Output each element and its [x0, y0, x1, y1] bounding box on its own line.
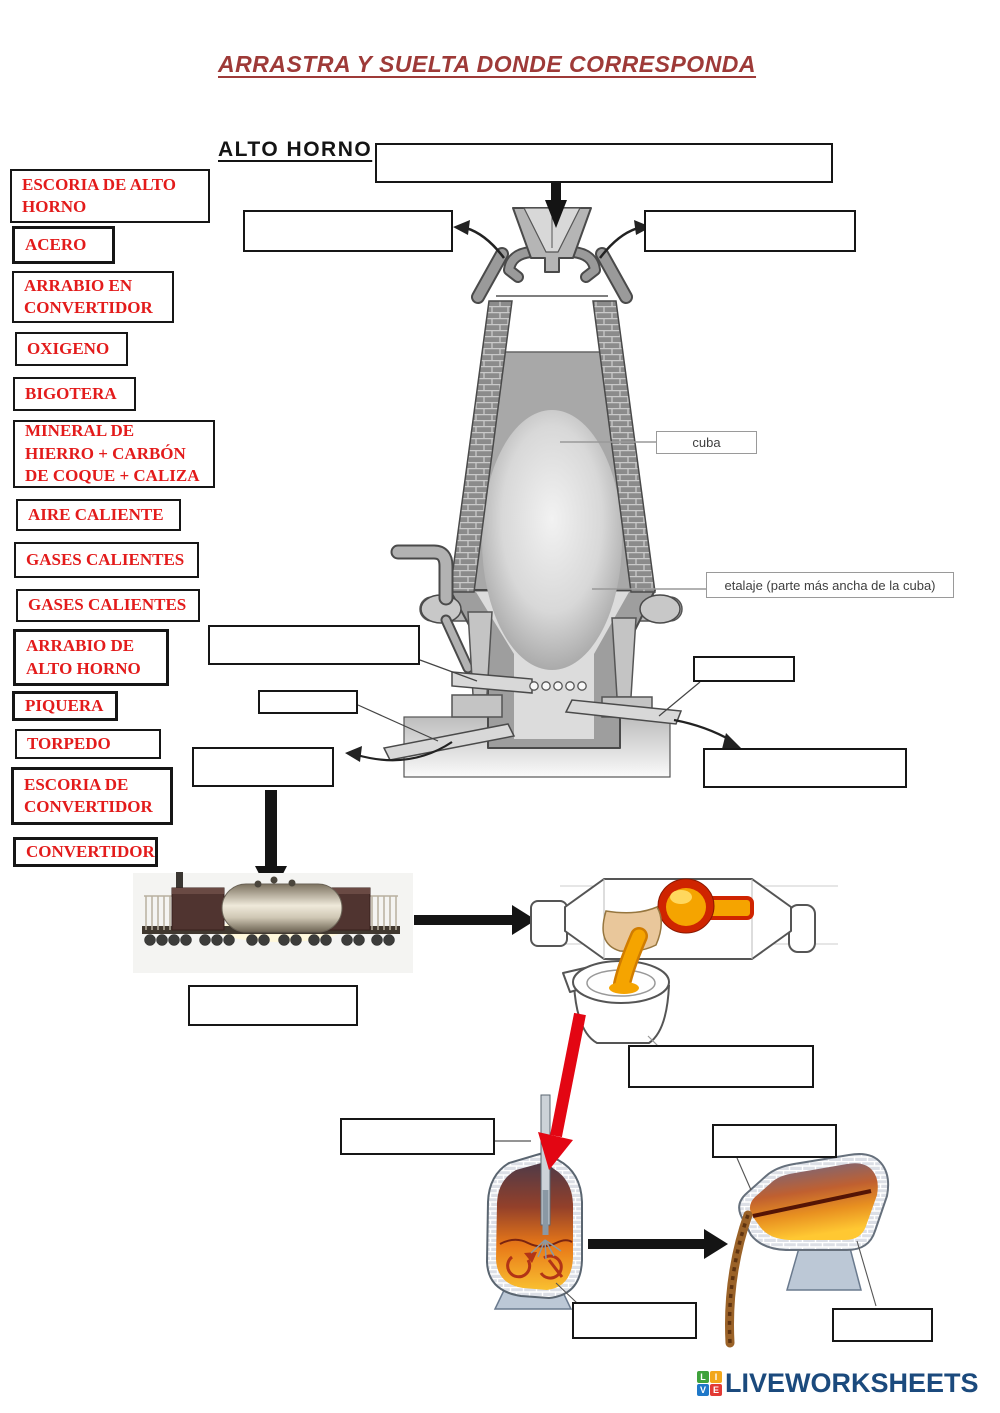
drop-box-mid-right[interactable]: [693, 656, 795, 682]
diagram-title: ALTO HORNO: [218, 138, 373, 162]
furnace-leader-lines: [357, 441, 706, 742]
pouring-converter-drawing: [725, 1153, 890, 1348]
drag-label-oxigeno[interactable]: OXIGENO: [15, 332, 128, 366]
torpedo-car-image: [133, 872, 413, 973]
drag-label-convertidor[interactable]: CONVERTIDOR: [13, 837, 158, 867]
drop-box-mid-left-upper[interactable]: [208, 625, 420, 665]
drag-label-aire-caliente[interactable]: AIRE CALIENTE: [16, 499, 181, 531]
torpedo-ladle-drawing: [530, 878, 838, 960]
drop-box-mid-left-lower[interactable]: [258, 690, 358, 714]
logo-square-e: E: [710, 1384, 722, 1396]
gas-escape-arrows: [345, 220, 741, 762]
drag-label-torpedo[interactable]: TORPEDO: [15, 729, 161, 759]
drop-box-bof-right[interactable]: [712, 1124, 837, 1158]
drop-box-bottom-right[interactable]: [703, 748, 907, 788]
drop-box-bottom-center[interactable]: [572, 1302, 697, 1339]
callout-cuba: cuba: [656, 431, 757, 454]
drag-label-mineral-de-hierro[interactable]: MINERAL DE HIERRO + CARBÓN DE COQUE + CA…: [13, 420, 215, 488]
liveworksheets-logo: L I V E LIVEWORKSHEETS: [697, 1368, 979, 1399]
drag-label-bigotera[interactable]: BIGOTERA: [13, 377, 136, 411]
drag-label-escoria-de-convertidor[interactable]: ESCORIA DE CONVERTIDOR: [11, 767, 173, 825]
callout-etalaje: etalaje (parte más ancha de la cuba): [706, 572, 954, 598]
drop-box-top-charge[interactable]: [375, 143, 833, 183]
drag-label-arrabio-de-alto-horno[interactable]: ARRABIO DE ALTO HORNO: [13, 629, 169, 686]
red-transfer-arrow: [538, 1012, 586, 1170]
logo-square-v: V: [697, 1384, 709, 1396]
drag-label-escoria-de-alto-horno[interactable]: ESCORIA DE ALTO HORNO: [10, 169, 210, 223]
blast-furnace-drawing: [382, 207, 683, 778]
liveworksheets-logo-icon: L I V E: [697, 1371, 722, 1396]
logo-square-i: I: [710, 1371, 722, 1383]
drop-box-bof-left[interactable]: [340, 1118, 495, 1155]
drop-box-ladle[interactable]: [628, 1045, 814, 1088]
logo-square-l: L: [697, 1371, 709, 1383]
drag-label-arrabio-en-convertidor[interactable]: ARRABIO EN CONVERTIDOR: [12, 271, 174, 323]
drop-box-gas-left[interactable]: [243, 210, 453, 252]
oxygen-converter-drawing: [485, 1094, 583, 1310]
drag-label-piquera[interactable]: PIQUERA: [12, 691, 118, 721]
drag-label-gases-calientes-1[interactable]: GASES CALIENTES: [14, 542, 199, 578]
drop-box-bottom-left[interactable]: [192, 747, 334, 787]
drop-box-converter-bottom[interactable]: [832, 1308, 933, 1342]
liveworksheets-logo-text: LIVEWORKSHEETS: [725, 1368, 979, 1398]
drag-label-acero[interactable]: ACERO: [12, 226, 115, 264]
drop-box-gas-right[interactable]: [644, 210, 856, 252]
page-title: ARRASTRA Y SUELTA DONDE CORRESPONDA: [218, 51, 757, 78]
drag-label-gases-calientes-2[interactable]: GASES CALIENTES: [16, 589, 200, 622]
drop-box-below-train[interactable]: [188, 985, 358, 1026]
ladle-drawing: [562, 927, 670, 1048]
